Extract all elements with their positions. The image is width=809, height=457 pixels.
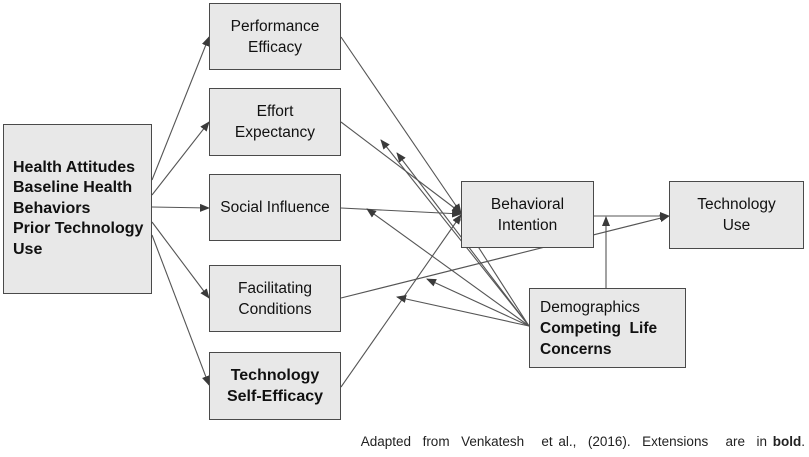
arrow-moderator-to-effort-path-1: [380, 139, 530, 327]
arrow-effort-to-intention: [340, 121, 462, 214]
arrow-moderator-to-social-path: [366, 208, 530, 327]
technology-self-efficacy-box: Technology Self-Efficacy: [209, 352, 341, 420]
arrow-antecedents-to-social: [151, 203, 210, 212]
behavioral-intention-label-1: Behavioral: [490, 195, 565, 213]
technology-use-label-2: Use: [722, 217, 751, 234]
arrow-moderator-to-facilitating-path: [396, 295, 530, 327]
arrow-antecedents-to-performance: [151, 36, 210, 181]
social-influence-box: Social Influence: [209, 174, 341, 241]
behavioral-intention-box: Behavioral Intention: [461, 181, 594, 248]
antecedent-prior-technology: Prior Technology: [13, 220, 144, 238]
technology-self-efficacy-label-2: Self-Efficacy: [226, 388, 324, 405]
performance-efficacy-box: Performance Efficacy: [209, 3, 341, 70]
performance-efficacy-label-1: Performance: [230, 17, 320, 35]
caption-end: .: [801, 434, 805, 449]
performance-efficacy-label-2: Efficacy: [247, 38, 302, 56]
arrow-moderator-to-self-efficacy-path: [426, 278, 530, 327]
behavioral-intention-label-2: Intention: [497, 216, 558, 234]
arrow-facilitating-to-use: [340, 214, 670, 299]
moderator-competing-life: Competing Life: [540, 319, 658, 337]
facilitating-conditions-label-1: Facilitating: [237, 279, 313, 297]
arrow-antecedents-to-effort: [151, 121, 210, 196]
caption-bold-word: bold: [772, 434, 802, 449]
social-influence-label: Social Influence: [220, 199, 330, 216]
technology-use-box: Technology Use: [669, 181, 804, 249]
caption-text: Adapted from Venkatesh et al., (2016). E…: [360, 434, 773, 449]
antecedent-baseline-health: Baseline Health: [13, 179, 133, 197]
arrow-performance-to-intention: [340, 36, 462, 214]
technology-use-label-1: Technology: [697, 196, 776, 213]
moderator-demographics: Demographics: [540, 298, 640, 316]
moderator-concerns: Concerns: [540, 340, 612, 358]
effort-expectancy-box: Effort Expectancy: [209, 88, 341, 156]
antecedent-health-attitudes: Health Attitudes: [13, 158, 136, 176]
technology-self-efficacy-label-1: Technology: [230, 367, 320, 384]
effort-expectancy-label-1: Effort: [256, 103, 294, 120]
moderators-box: Demographics Competing Life Concerns: [529, 288, 686, 368]
effort-expectancy-label-2: Expectancy: [234, 124, 316, 141]
figure-caption: Adapted from Venkatesh et al., (2016). E…: [361, 434, 805, 449]
arrow-antecedents-to-facilitating: [151, 221, 210, 299]
antecedent-behaviors: Behaviors: [13, 199, 91, 217]
facilitating-conditions-box: Facilitating Conditions: [209, 265, 341, 332]
antecedents-box: Health Attitudes Baseline Health Behavio…: [3, 124, 152, 294]
arrow-social-to-intention: [340, 207, 462, 218]
arrow-self-efficacy-to-intention: [340, 214, 462, 388]
antecedent-use: Use: [13, 240, 43, 258]
facilitating-conditions-label-2: Conditions: [238, 300, 312, 318]
arrow-antecedents-to-self-efficacy: [151, 234, 210, 386]
